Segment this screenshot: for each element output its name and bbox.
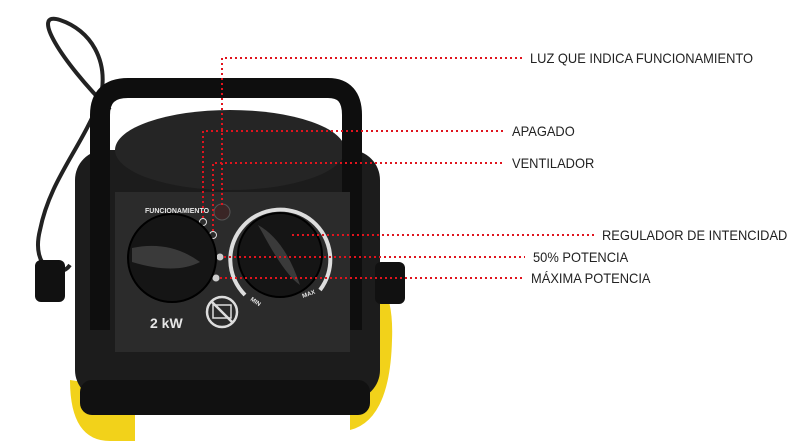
callout-half-power: 50% POTENCIA: [533, 249, 629, 265]
leader-off: [202, 130, 505, 218]
half-power-icon: [216, 253, 224, 261]
handle: [90, 78, 362, 330]
intensity-knob[interactable]: [228, 207, 333, 298]
panel-label: FUNCIONAMIENTO: [145, 208, 210, 215]
dial-min-label: MIN: [249, 297, 261, 308]
dial-max-label: MAX: [302, 290, 317, 300]
indicator-light: [213, 203, 231, 221]
max-power-icon: [212, 274, 220, 282]
mode-knob[interactable]: [127, 213, 217, 303]
leader-indicator-light: [221, 57, 522, 205]
callout-intensity-regulator: REGULADOR DE INTENCIDAD: [602, 227, 788, 243]
callout-max-power: MÁXIMA POTENCIA: [531, 270, 651, 286]
callout-fan: VENTILADOR: [512, 155, 595, 171]
do-not-cover-icon: [205, 295, 239, 329]
callout-indicator-light: LUZ QUE INDICA FUNCIONAMIENTO: [530, 50, 754, 66]
callout-off: APAGADO: [512, 123, 575, 139]
power-rating: 2 kW: [150, 315, 183, 331]
leader-lines: [202, 57, 595, 279]
